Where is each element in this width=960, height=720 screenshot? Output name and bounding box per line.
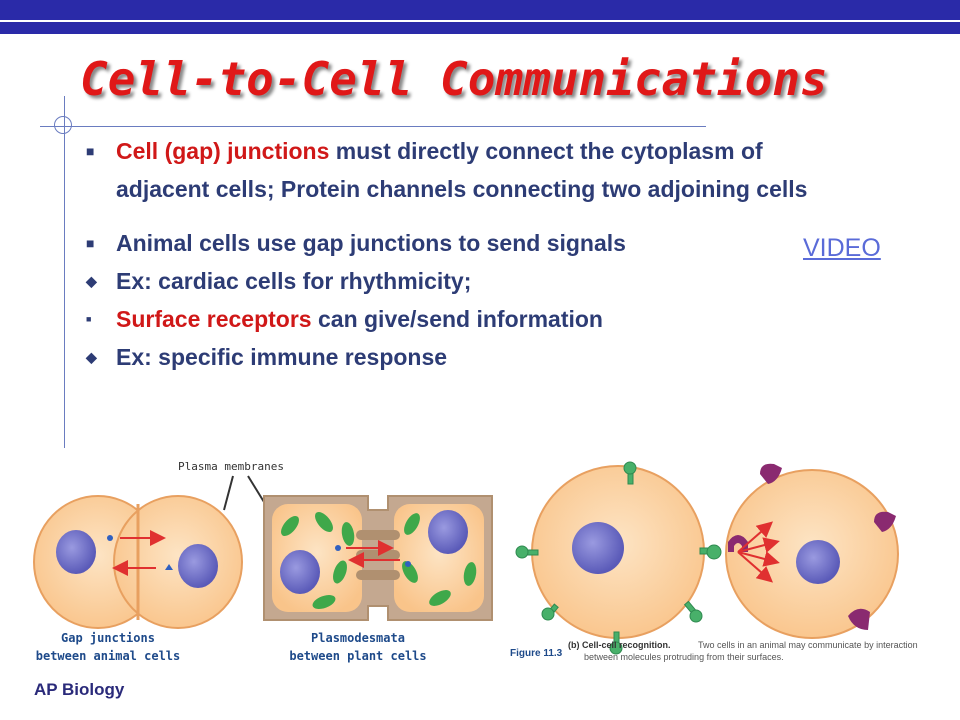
bullet-text: can give/send information [311, 306, 603, 332]
diamond-bullet-icon: ◆ [86, 349, 97, 365]
caption-bold: (b) Cell-cell recognition. [568, 640, 671, 650]
slide-title: Cell-to-Cell Communications [80, 52, 828, 106]
small-square-bullet-icon: ■ [86, 314, 92, 324]
bullet-highlight: Cell (gap) junctions [116, 138, 330, 164]
bullet-surface-receptors: ■ Surface receptors can give/send inform… [82, 300, 822, 338]
decor-vertical-line [64, 96, 65, 448]
bullet-text: Ex: cardiac cells for rhythmicity; [116, 268, 472, 294]
label-plasma-membranes: Plasma membranes [178, 460, 284, 473]
nucleus [796, 540, 840, 584]
nucleus [56, 530, 96, 574]
label-gap-junctions: Gap junctions [61, 631, 155, 645]
bullet-immune: ◆ Ex: specific immune response [82, 338, 822, 376]
video-link[interactable]: VIDEO [803, 234, 881, 262]
bullet-animal-cells: ■ Animal cells use gap junctions to send… [82, 224, 822, 262]
bullet-text: must directly connect the cytoplasm of a… [116, 138, 808, 202]
nucleus [428, 510, 468, 554]
animal-cells-gap-junction [33, 495, 243, 629]
pointer-line [247, 475, 265, 503]
decor-horizontal-line [40, 126, 706, 127]
nucleus [280, 550, 320, 594]
square-bullet-icon: ■ [86, 235, 95, 251]
bullet-text: Animal cells use gap junctions to send s… [116, 230, 626, 256]
cell-recognition-illustration [515, 461, 899, 655]
bullet-cardiac: ◆ Ex: cardiac cells for rhythmicity; [82, 262, 822, 300]
nucleus [572, 522, 624, 574]
diamond-bullet-icon: ◆ [86, 273, 97, 289]
plant-cells-plasmodesmata [263, 495, 493, 621]
figure-number: Figure 11.3 [510, 648, 563, 659]
decor-crosshair-icon [54, 116, 72, 134]
caption-line-1: Two cells in an animal may communicate b… [698, 640, 918, 650]
footer-label: AP Biology [34, 680, 125, 699]
label-gap-junctions-2: between animal cells [36, 649, 181, 663]
square-bullet-icon: ■ [86, 143, 95, 159]
cell-junction-figure: Plasma membranes Gap [33, 460, 918, 663]
bullet-gap-junctions: ■ Cell (gap) junctions must directly con… [82, 132, 822, 208]
label-plasmodesmata-2: between plant cells [289, 649, 426, 663]
label-plasmodesmata: Plasmodesmata [311, 631, 405, 645]
caption-line-2: between molecules protruding from their … [584, 652, 784, 662]
bullet-list: ■ Cell (gap) junctions must directly con… [82, 132, 822, 376]
bullet-text: Ex: specific immune response [116, 344, 448, 370]
nucleus [178, 544, 218, 588]
top-bar [0, 0, 960, 34]
pointer-line [223, 475, 234, 511]
bullet-highlight: Surface receptors [116, 306, 312, 332]
